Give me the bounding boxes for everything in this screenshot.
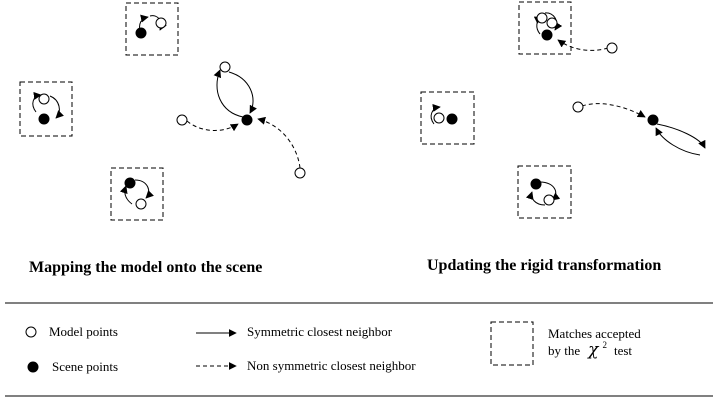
filled-circle-icon xyxy=(27,361,39,373)
model-point xyxy=(135,198,147,210)
match-box-left-bottom xyxy=(110,167,164,221)
legend: Model points Scene points Symmetric clos… xyxy=(25,321,641,374)
legend-matches: Matches accepted by the χ 2 test xyxy=(490,321,641,366)
right-panel-caption: Updating the rigid transformation xyxy=(427,257,661,274)
left-panel-caption: Mapping the model onto the scene xyxy=(29,259,262,276)
model-point xyxy=(219,61,231,73)
model-point xyxy=(546,17,558,29)
model-point xyxy=(155,17,167,29)
chi-symbol: χ xyxy=(587,340,600,360)
legend-matches-suffix: test xyxy=(614,343,632,358)
scene-point xyxy=(124,177,136,189)
legend-scene-points-label: Scene points xyxy=(52,359,118,374)
scene-point xyxy=(38,113,50,125)
match-box-left-left xyxy=(19,81,73,137)
model-point xyxy=(572,101,584,113)
legend-matches-line1: Matches accepted xyxy=(548,326,641,341)
scene-point xyxy=(541,29,553,41)
legend-model-points-label: Model points xyxy=(49,324,118,339)
match-box-right-left xyxy=(420,91,475,145)
model-point xyxy=(433,112,445,124)
model-point xyxy=(176,114,188,126)
match-box-right-top xyxy=(518,1,618,55)
free-cluster-right xyxy=(572,101,706,156)
scene-point xyxy=(135,27,147,39)
model-point xyxy=(38,93,50,105)
hollow-circle-icon xyxy=(25,326,37,338)
legend-scene-points: Scene points xyxy=(27,359,118,374)
legend-non-symmetric-label: Non symmetric closest neighbor xyxy=(247,358,416,373)
match-box-left-top xyxy=(125,2,179,56)
scene-point xyxy=(446,113,458,125)
free-cluster-left xyxy=(176,61,306,179)
legend-symmetric-label: Symmetric closest neighbor xyxy=(247,324,393,339)
model-point xyxy=(606,42,618,54)
legend-non-symmetric: Non symmetric closest neighbor xyxy=(196,358,416,373)
chi-superscript: 2 xyxy=(602,340,607,350)
legend-symmetric: Symmetric closest neighbor xyxy=(196,324,393,339)
match-box-right-bottom xyxy=(517,165,572,219)
legend-matches-prefix: by the xyxy=(548,343,580,358)
model-point xyxy=(543,194,555,206)
legend-matches-line2: by the χ 2 test xyxy=(548,335,632,360)
legend-model-points: Model points xyxy=(25,324,118,339)
scene-point xyxy=(530,178,542,190)
model-point xyxy=(294,167,306,179)
model-point xyxy=(536,12,548,24)
right-panel: Updating the rigid transformation xyxy=(420,1,706,274)
dashed-box-icon xyxy=(490,321,534,366)
scene-point xyxy=(241,114,253,126)
left-panel: Mapping the model onto the scene xyxy=(19,2,306,276)
scene-point xyxy=(647,114,659,126)
